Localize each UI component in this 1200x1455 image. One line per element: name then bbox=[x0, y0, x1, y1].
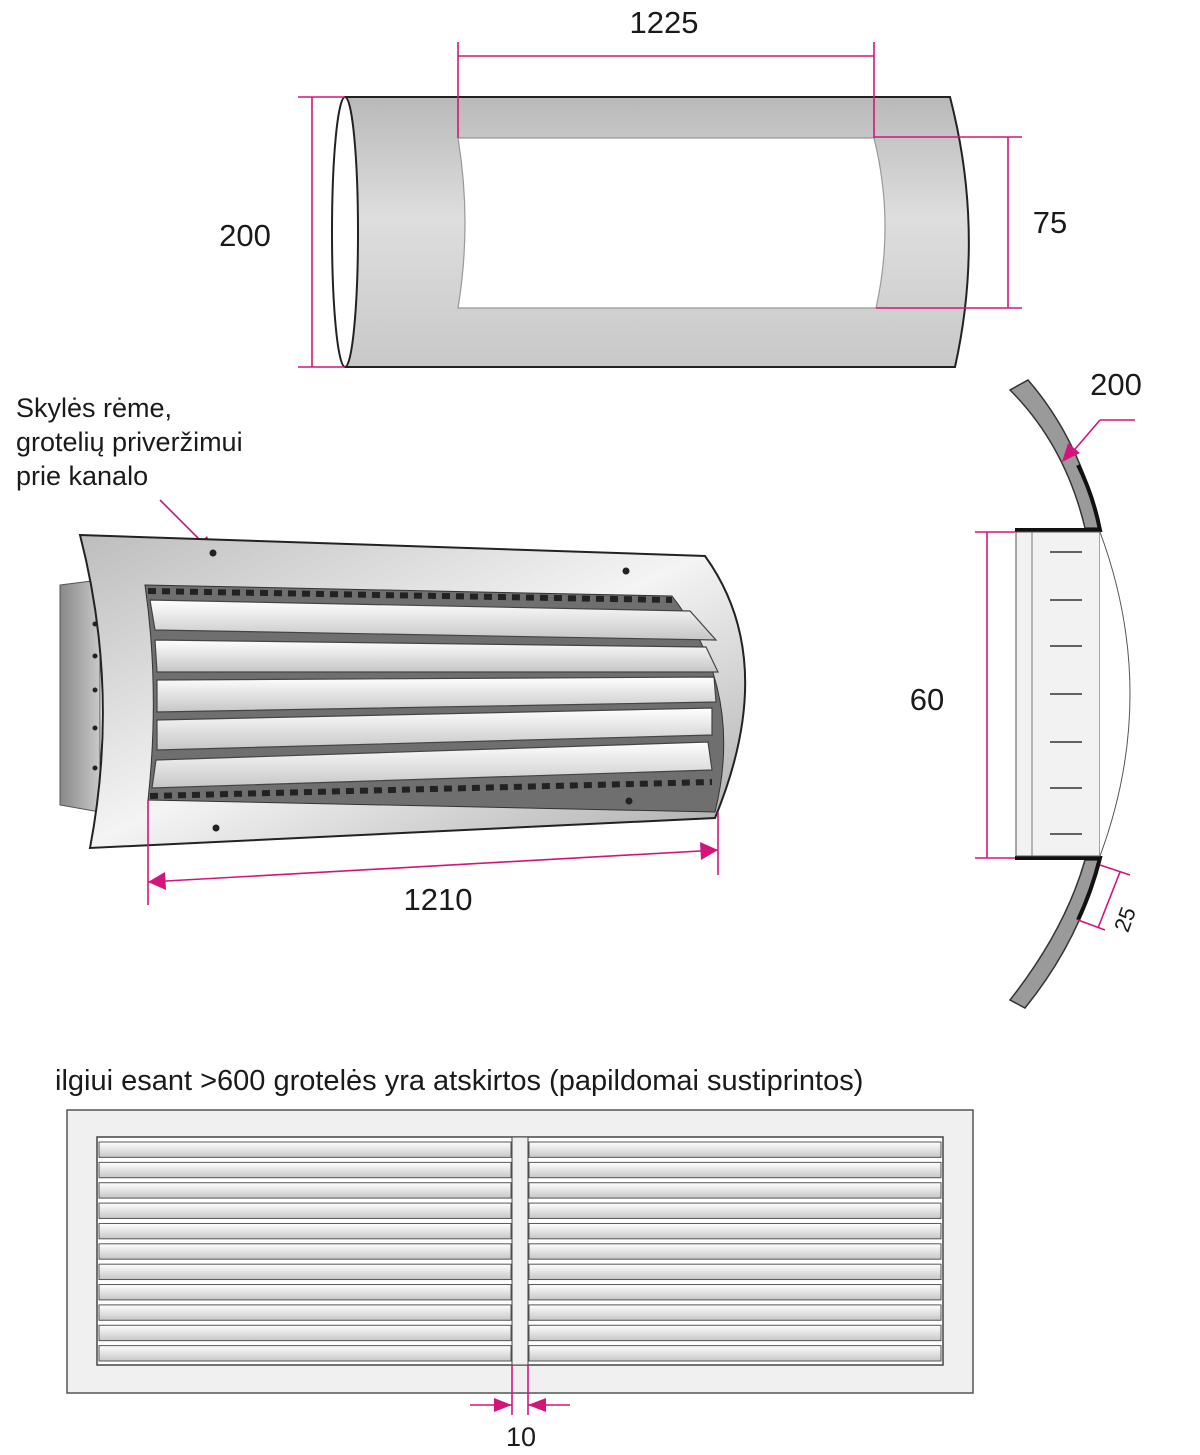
slat-right bbox=[528, 1324, 942, 1342]
slat-left bbox=[98, 1304, 512, 1321]
slat-left bbox=[98, 1243, 512, 1260]
duct-end bbox=[331, 96, 359, 368]
slat-right bbox=[528, 1243, 942, 1260]
duct-length-label: 1225 bbox=[630, 5, 699, 40]
duct-opening bbox=[457, 137, 886, 309]
slat-left bbox=[98, 1263, 512, 1281]
split-caption: ilgiui esant >600 grotelės yra atskirtos… bbox=[55, 1065, 863, 1097]
slat-right bbox=[528, 1263, 942, 1281]
slat-right bbox=[528, 1304, 942, 1321]
note-line-3: prie kanalo bbox=[16, 461, 148, 491]
opening-height-label: 75 bbox=[1033, 205, 1067, 240]
flange-label: 25 bbox=[1109, 904, 1141, 936]
mounting-holes bbox=[92, 549, 633, 832]
side-diameter-label: 200 bbox=[1090, 367, 1142, 402]
slat-right bbox=[528, 1182, 942, 1199]
slat-right bbox=[528, 1222, 942, 1240]
side-height-label: 60 bbox=[910, 682, 944, 717]
center-divider bbox=[511, 1136, 529, 1366]
note-line-1: Skylės rėme, bbox=[16, 393, 172, 423]
louver-marks bbox=[1050, 551, 1082, 835]
slat-left bbox=[98, 1182, 512, 1199]
slat-right bbox=[528, 1141, 942, 1158]
duct-view: 1225 200 75 bbox=[219, 5, 1067, 368]
slat-left bbox=[98, 1324, 512, 1342]
split-view: ilgiui esant >600 grotelės yra atskirtos… bbox=[55, 1065, 974, 1452]
slat-right bbox=[528, 1161, 942, 1179]
grille-view: Skylės rėme, grotelių priveržimui prie k… bbox=[16, 393, 747, 917]
slat-left bbox=[98, 1202, 512, 1219]
slat-left bbox=[98, 1161, 512, 1179]
split-grille-slats bbox=[98, 1141, 942, 1362]
slat-right bbox=[528, 1202, 942, 1219]
slat-right bbox=[528, 1345, 942, 1362]
gap-label: 10 bbox=[506, 1422, 536, 1452]
slat-left bbox=[98, 1284, 512, 1301]
slat-left bbox=[98, 1345, 512, 1362]
duct-diameter-label: 200 bbox=[219, 218, 271, 253]
grille-slats bbox=[149, 599, 719, 789]
duct-wall-upper bbox=[1008, 379, 1101, 529]
side-view: 200 60 25 bbox=[910, 367, 1142, 1009]
grille-side-plate bbox=[59, 579, 101, 813]
slat-right bbox=[528, 1284, 942, 1301]
note-line-2: grotelių priveržimui bbox=[16, 427, 243, 457]
slat-left bbox=[98, 1222, 512, 1240]
grille-length-label: 1210 bbox=[404, 882, 473, 917]
slat-left bbox=[98, 1141, 512, 1158]
duct-wall-lower bbox=[1008, 859, 1101, 1009]
